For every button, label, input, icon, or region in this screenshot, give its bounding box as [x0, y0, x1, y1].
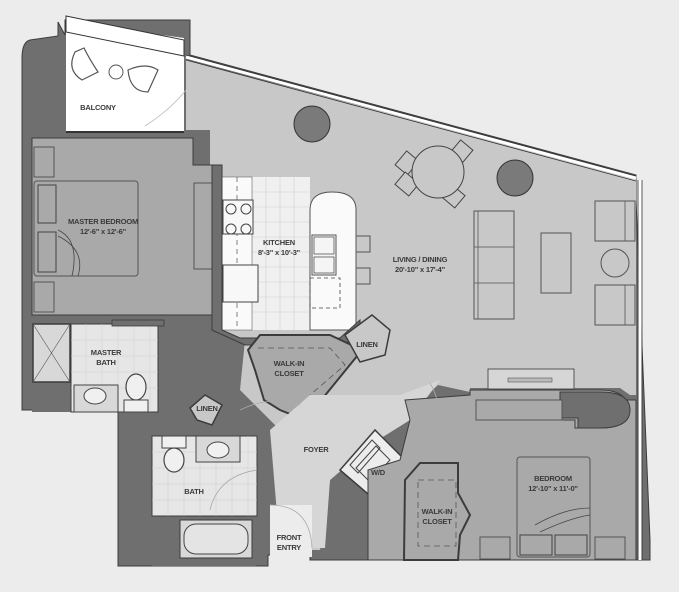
- room-label-bath: BATH: [184, 487, 203, 496]
- dining-table: [394, 139, 474, 209]
- balcony-chair-icon: [127, 65, 159, 93]
- room-label-master-bedroom: MASTER BEDROOM: [68, 217, 138, 226]
- nightstand-icon: [594, 536, 626, 560]
- room-label-master-bath: MASTER: [91, 348, 122, 357]
- linen-1: [344, 314, 391, 363]
- coffee-table-icon: [540, 232, 572, 294]
- bathtub-icon: [183, 523, 249, 555]
- bedroom-door-swing: [429, 382, 439, 446]
- balcony: [65, 15, 187, 133]
- toilet-icon: [125, 373, 147, 401]
- side-table-icon: [600, 248, 630, 278]
- bed-icon: [516, 456, 591, 558]
- kitchen: [211, 164, 371, 346]
- armchair-icon: [594, 200, 636, 242]
- room-label-foyer: FOYER: [304, 445, 330, 454]
- room-label-front-entry-2: ENTRY: [277, 543, 301, 552]
- bar-stool-icon: [355, 267, 371, 285]
- dishwasher-icon: [309, 277, 341, 309]
- refrigerator-icon: [222, 264, 259, 303]
- room-label-kitchen: KITCHEN: [263, 238, 295, 247]
- bath-door-swing: [209, 469, 258, 511]
- room-dims-living-dining: 20'-10" x 17'-4": [395, 265, 446, 274]
- room-label-linen-1: LINEN: [356, 340, 378, 349]
- room-label-wd: W/D: [371, 468, 386, 477]
- room-label-front-entry: FRONT: [277, 533, 302, 542]
- room-label-linen-2: LINEN: [196, 404, 218, 413]
- room-dims-master-bedroom: 12'-6" x 12'-6": [80, 227, 127, 236]
- room-label-living-dining: LIVING / DINING: [393, 255, 448, 264]
- front-entry-floor: [270, 505, 312, 557]
- room-label-bedroom: BEDROOM: [534, 474, 572, 483]
- living-furniture: [473, 200, 636, 390]
- walk-in-closet-2: [402, 462, 472, 561]
- stove-icon: [222, 199, 254, 235]
- sofa-icon: [473, 210, 515, 320]
- bar-stool-icon: [355, 235, 371, 253]
- foyer-floor: [270, 380, 440, 548]
- balcony-table-icon: [108, 64, 124, 80]
- room-label-balcony: BALCONY: [80, 103, 116, 112]
- room-dims-bedroom: 12'-10" x 11'-0": [528, 484, 578, 493]
- plant-icon: [293, 105, 331, 143]
- room-label-walk-in-closet-2b: CLOSET: [422, 517, 452, 526]
- armchair-icon: [594, 284, 636, 326]
- bed-icon: [33, 180, 139, 277]
- room-label-walk-in-closet-2: WALK-IN: [422, 507, 453, 516]
- window-wall: [185, 54, 643, 560]
- room-label-master-bath-2: BATH: [96, 358, 115, 367]
- room-dims-kitchen: 8'-3" x 10'-3": [258, 248, 301, 257]
- balcony-chair-icon: [71, 47, 99, 81]
- dresser-icon: [193, 182, 215, 270]
- master-bath: [32, 319, 165, 413]
- nightstand-icon: [479, 536, 511, 560]
- toilet-icon: [163, 447, 185, 473]
- front-door-swing: [269, 504, 313, 549]
- sink-icon: [311, 234, 337, 276]
- room-label-walk-in-closet-1: WALK-IN: [274, 359, 305, 368]
- plant-icon: [496, 159, 534, 197]
- room-label-walk-in-closet-1b: CLOSET: [274, 369, 304, 378]
- linen-2: [189, 394, 223, 426]
- bath: [151, 435, 258, 566]
- closet-door-swing: [239, 400, 301, 411]
